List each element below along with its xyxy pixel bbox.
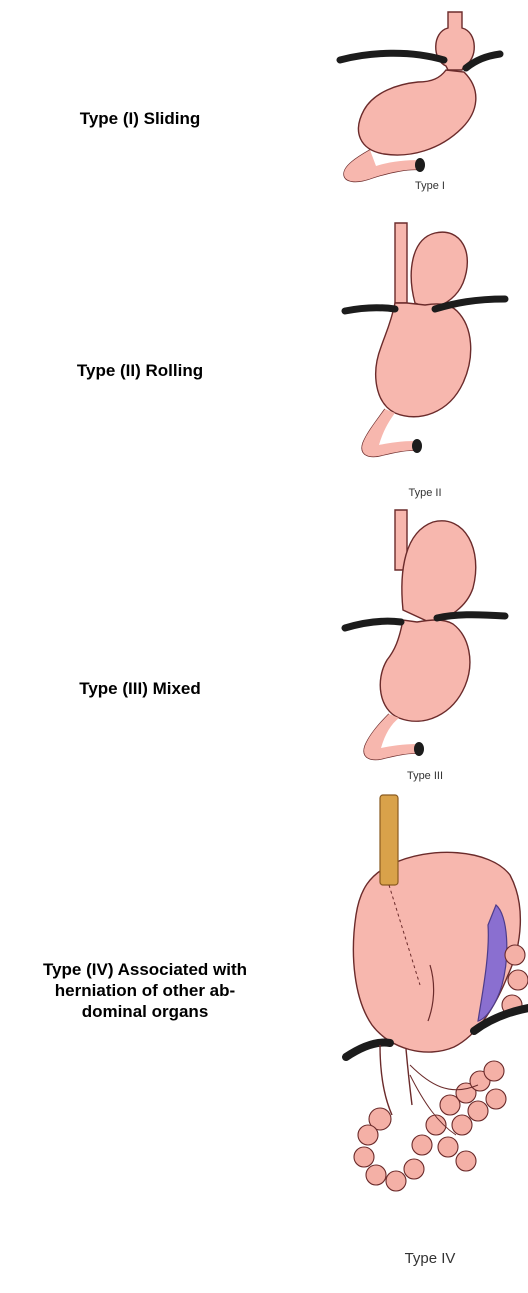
type-2-stomach-illustration	[345, 223, 495, 473]
type-1-stomach-illustration	[340, 10, 490, 200]
type-3-stomach-illustration	[345, 510, 495, 770]
type-1-caption: Type I	[400, 180, 460, 192]
hernia-type-4-label: Type (IV) Associated with herniation of …	[0, 959, 295, 1022]
hernia-row-type-2: Type (II) Rolling Type II	[0, 215, 528, 505]
type-4-caption: Type IV	[395, 1250, 465, 1267]
hernia-row-type-3: Type (III) Mixed Type III	[0, 505, 528, 795]
type-4-stomach-illustration	[350, 835, 528, 1235]
hernia-row-type-4: Type (IV) Associated with herniation of …	[0, 795, 528, 1293]
type-2-caption: Type II	[395, 487, 455, 499]
hernia-type-1-label: Type (I) Sliding	[0, 108, 280, 129]
hernia-type-2-label: Type (II) Rolling	[0, 360, 280, 381]
hernia-row-type-1: Type (I) Sliding Type I	[0, 0, 528, 215]
type-3-caption: Type III	[395, 770, 455, 782]
hernia-type-3-label: Type (III) Mixed	[0, 678, 280, 699]
